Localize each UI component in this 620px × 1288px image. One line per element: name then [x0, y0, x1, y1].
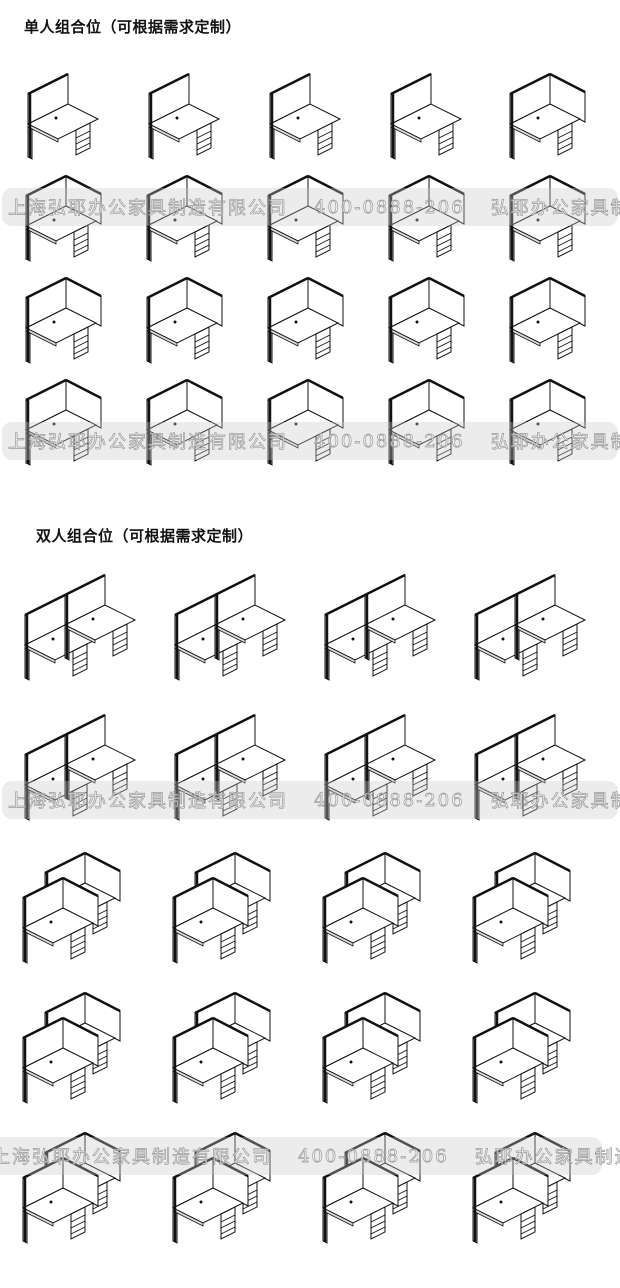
workstation-drawing-double: [23, 573, 137, 681]
workstation-drawing-double-L: [321, 991, 421, 1104]
double-workstation-item: [160, 845, 310, 985]
single-workstation-item: [370, 274, 491, 376]
workstation-drawing-double-L: [471, 851, 571, 964]
workstation-drawing-straight: [389, 72, 462, 160]
single-workstation-item: [129, 172, 250, 274]
double-workstation-item: [460, 985, 610, 1125]
workstation-drawing-L: [25, 276, 102, 364]
workstation-drawing-straight: [268, 72, 342, 160]
workstation-drawing-double: [473, 713, 587, 821]
workstation-drawing-L: [266, 174, 344, 262]
single-workstation-item: [250, 172, 371, 274]
workstation-drawing-double-L: [321, 1131, 421, 1244]
workstation-drawing-L: [146, 174, 223, 262]
single-section-title: 单人组合位（可根据需求定制）: [24, 18, 242, 36]
workstation-drawing-double-L: [171, 991, 271, 1104]
single-workstation-item: [129, 376, 250, 478]
workstation-drawing-L: [508, 174, 586, 262]
single-workstation-item: [491, 376, 612, 478]
workstation-drawing-double-L: [471, 991, 571, 1104]
double-workstation-item: [310, 705, 460, 845]
single-workstation-item: [491, 274, 612, 376]
single-workstation-grid: [0, 70, 620, 480]
double-workstation-item: [310, 1125, 460, 1265]
workstation-drawing-L: [146, 276, 223, 364]
double-workstation-item: [460, 565, 610, 705]
single-workstation-item: [129, 70, 250, 172]
double-workstation-item: [310, 845, 460, 985]
workstation-drawing-double: [323, 573, 437, 681]
double-workstation-item: [160, 565, 310, 705]
double-workstation-grid: [0, 565, 620, 1265]
single-workstation-item: [370, 70, 491, 172]
single-workstation-item: [250, 376, 371, 478]
single-workstation-item: [250, 70, 371, 172]
workstation-drawing-L: [25, 174, 102, 262]
workstation-drawing-double-L: [21, 851, 121, 964]
double-workstation-item: [160, 705, 310, 845]
workstation-drawing-double-L: [171, 1131, 271, 1244]
workstation-drawing-straight: [148, 72, 221, 160]
double-workstation-item: [160, 1125, 310, 1265]
workstation-drawing-L: [266, 378, 344, 466]
workstation-drawing-L: [387, 378, 465, 466]
workstation-drawing-L: [146, 378, 223, 466]
double-workstation-item: [10, 985, 160, 1125]
single-workstation-item: [8, 172, 129, 274]
workstation-drawing-L: [508, 276, 586, 364]
double-workstation-item: [460, 845, 610, 985]
workstation-drawing-double: [23, 713, 137, 821]
double-workstation-item: [10, 845, 160, 985]
double-workstation-item: [10, 1125, 160, 1265]
workstation-drawing-L: [508, 378, 586, 466]
single-workstation-item: [491, 172, 612, 274]
workstation-drawing-double-L: [171, 851, 271, 964]
workstation-drawing-double: [323, 713, 437, 821]
double-workstation-item: [310, 565, 460, 705]
single-workstation-item: [8, 70, 129, 172]
single-workstation-item: [8, 376, 129, 478]
workstation-drawing-double-L: [21, 1131, 121, 1244]
workstation-drawing-double: [473, 573, 587, 681]
single-workstation-item: [250, 274, 371, 376]
workstation-drawing-L: [387, 276, 465, 364]
double-workstation-item: [460, 705, 610, 845]
single-workstation-item: [370, 376, 491, 478]
workstation-drawing-L: [25, 378, 102, 466]
workstation-drawing-double: [173, 573, 287, 681]
workstation-drawing-double-L: [21, 991, 121, 1104]
double-workstation-item: [10, 705, 160, 845]
single-workstation-item: [370, 172, 491, 274]
single-workstation-item: [491, 70, 612, 172]
single-workstation-item: [129, 274, 250, 376]
double-workstation-item: [160, 985, 310, 1125]
double-section-title: 双人组合位（可根据需求定制）: [36, 527, 254, 545]
workstation-drawing-L: [387, 174, 465, 262]
double-workstation-item: [310, 985, 460, 1125]
double-workstation-item: [460, 1125, 610, 1265]
single-workstation-item: [8, 274, 129, 376]
workstation-drawing-straight: [27, 72, 100, 160]
workstation-drawing-double-L: [321, 851, 421, 964]
workstation-drawing-L: [266, 276, 344, 364]
workstation-drawing-double-L: [471, 1131, 571, 1244]
double-workstation-item: [10, 565, 160, 705]
workstation-drawing-double: [173, 713, 287, 821]
workstation-drawing-L: [508, 72, 586, 160]
